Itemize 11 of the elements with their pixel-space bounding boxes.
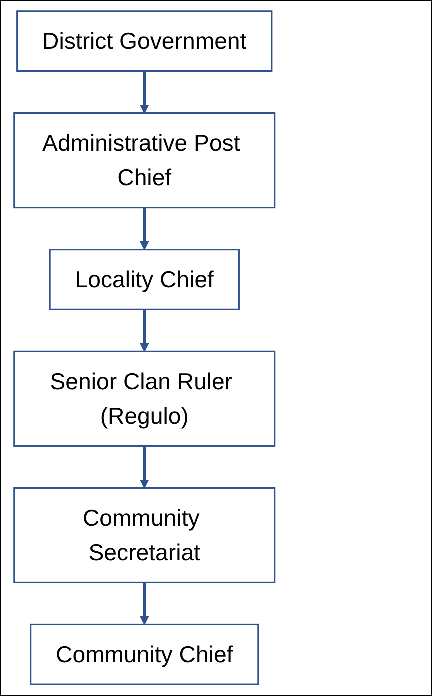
- node-box: Senior Clan Ruler (Regulo): [14, 350, 276, 447]
- node-box: District Government: [16, 10, 273, 72]
- node-box: Administrative Post Chief: [14, 112, 276, 209]
- arrow: [140, 582, 150, 626]
- arrow: [140, 310, 150, 352]
- node-box: Locality Chief: [49, 249, 240, 310]
- arrow: [140, 208, 150, 250]
- arrow: [140, 446, 150, 489]
- arrow: [140, 71, 150, 114]
- node-box: Community Chief: [30, 624, 260, 686]
- node-box: Community Secretariat: [14, 487, 276, 584]
